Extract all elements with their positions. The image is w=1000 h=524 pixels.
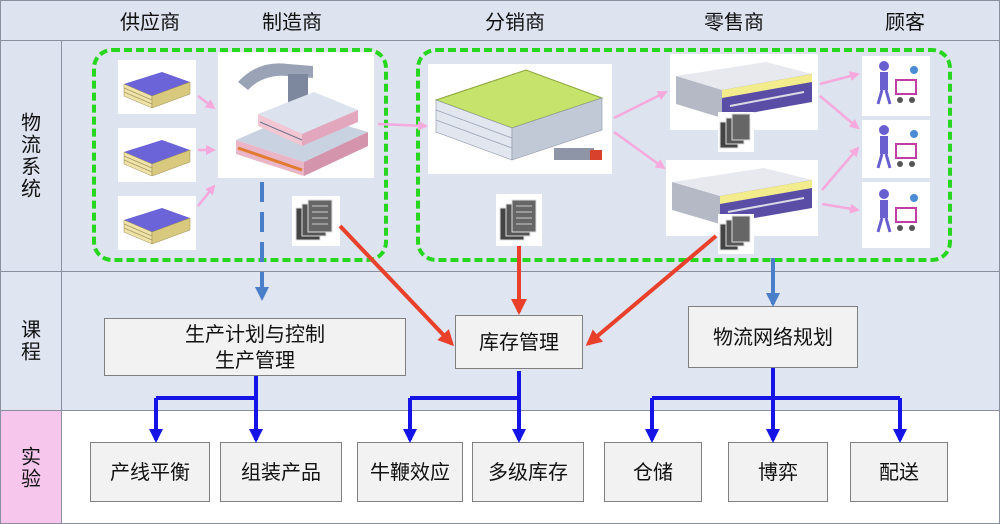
experiment-warehouse-label: 仓储 (633, 460, 673, 484)
experiment-game: 博弈 (728, 442, 828, 502)
supplier-building-2 (118, 128, 196, 182)
course-inventory-management-label: 库存管理 (479, 330, 559, 354)
distributor-warehouse-image (428, 64, 612, 174)
label-column-divider (61, 40, 62, 524)
experiment-multi-echelon: 多级库存 (472, 442, 584, 502)
experiment-assembly-label: 组装产品 (241, 460, 321, 484)
experiment-delivery: 配送 (850, 442, 948, 502)
experiment-assembly: 组装产品 (220, 442, 342, 502)
retail-store-image-2 (666, 160, 818, 236)
header-retailer: 零售商 (704, 10, 764, 34)
experiment-line-balance-label: 产线平衡 (110, 460, 190, 484)
inventory-docs-icon-manufacturer (292, 196, 340, 246)
experiment-multi-echelon-label: 多级库存 (488, 460, 568, 484)
blue-tree-network (645, 368, 907, 443)
row-label-logistics: 物流系统 (0, 41, 60, 271)
supplier-building-1 (118, 60, 196, 114)
supplier-building-3 (118, 196, 196, 250)
blue-tree-production (149, 376, 263, 443)
header-supplier: 供应商 (120, 10, 180, 34)
experiment-bullwhip-label: 牛鞭效应 (370, 460, 450, 484)
course-production-planning-line1: 生产计划与控制 (185, 322, 325, 346)
row-label-course: 课程 (0, 272, 60, 410)
row-label-logistics-text: 物流系统 (17, 112, 42, 200)
header-customer: 顾客 (885, 10, 925, 34)
experiment-delivery-label: 配送 (879, 460, 919, 484)
row-label-course-text: 课程 (17, 319, 42, 363)
blue-tree-inventory (403, 371, 526, 443)
row-label-experiment: 实验 (0, 411, 60, 524)
customer-image-2 (862, 120, 930, 178)
course-production-planning-line2: 生产管理 (215, 348, 295, 372)
header-divider (0, 40, 1000, 41)
pink-flow-arrows (197, 71, 860, 214)
course-logistics-network-label: 物流网络规划 (713, 325, 833, 349)
inventory-docs-icon-retailer-1 (718, 112, 754, 152)
course-inventory-management: 库存管理 (455, 315, 583, 369)
course-production-planning: 生产计划与控制 生产管理 (104, 318, 406, 376)
upstream-group-outline (92, 48, 388, 262)
header-manufacturer: 制造商 (262, 10, 322, 34)
header-distributor: 分销商 (485, 10, 545, 34)
experiment-game-label: 博弈 (758, 460, 798, 484)
downstream-group-outline (416, 48, 952, 262)
experiment-bullwhip: 牛鞭效应 (357, 442, 463, 502)
inventory-docs-icon-retailer-2 (718, 214, 754, 254)
customer-image-3 (862, 182, 930, 248)
inventory-docs-icon-distributor (496, 194, 542, 246)
customer-image-1 (862, 56, 930, 116)
row-label-experiment-text: 实验 (17, 445, 42, 490)
course-logistics-network: 物流网络规划 (688, 306, 858, 368)
manufacturer-factory-image (218, 52, 374, 178)
red-inventory-arrows (338, 224, 718, 347)
